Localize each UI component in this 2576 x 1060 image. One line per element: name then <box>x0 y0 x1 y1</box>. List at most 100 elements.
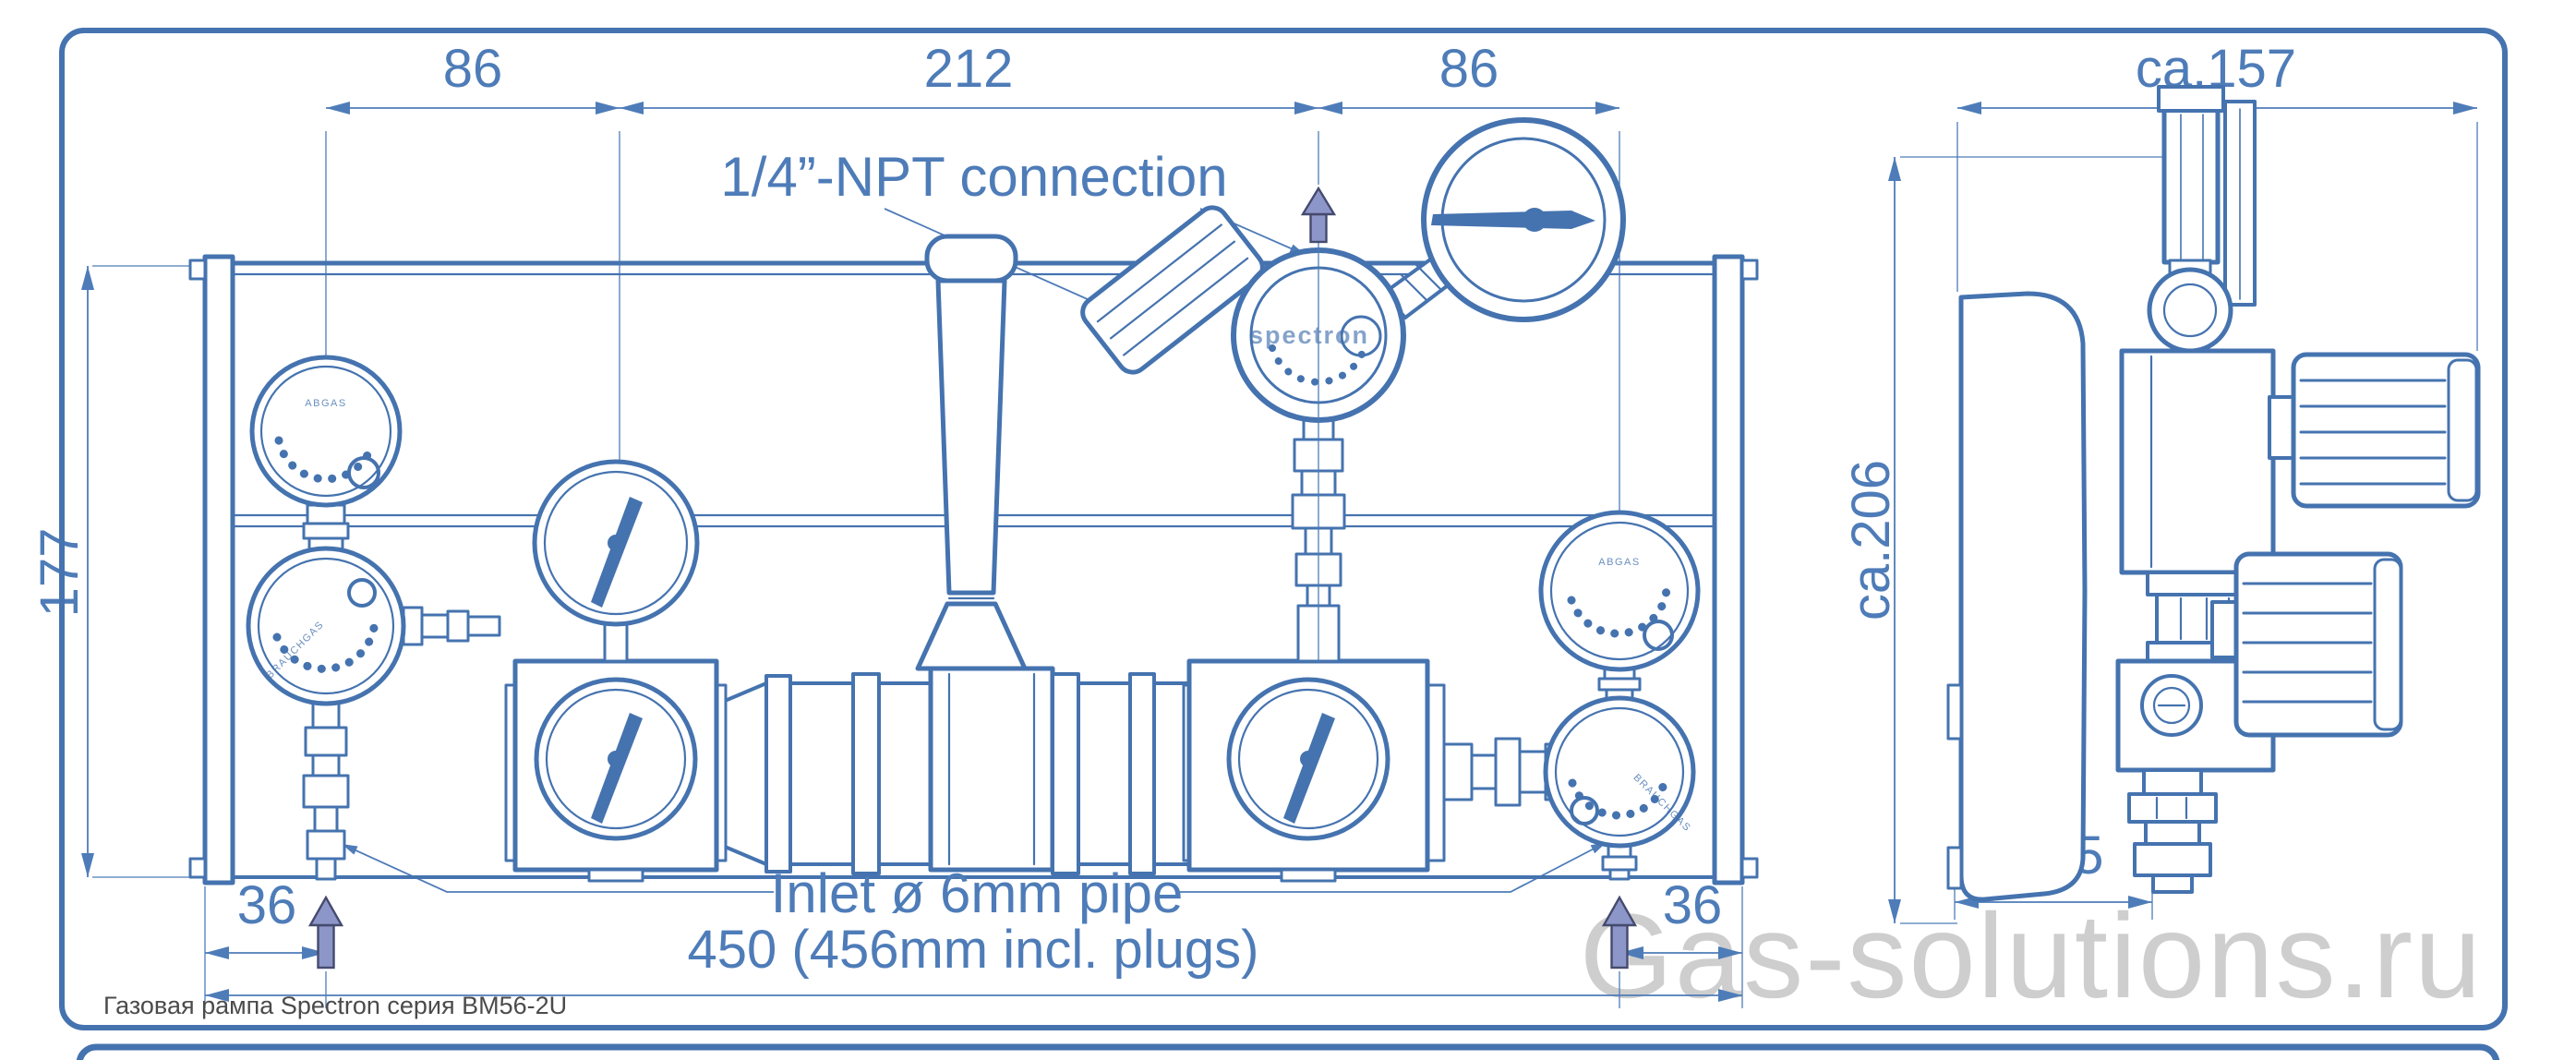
manifold-segment <box>1077 681 1132 866</box>
gauge-dial-label: ABGAS <box>305 398 346 409</box>
inlet-stem-right <box>1601 842 1638 881</box>
inlet-label: Inlet ø 6mm pipe <box>771 862 1184 924</box>
gauge-needle <box>1431 211 1595 229</box>
gauge-mark <box>1570 796 1599 825</box>
gauge-link <box>302 522 350 540</box>
contents-gauge <box>246 546 406 706</box>
union-fitting-left <box>402 606 501 646</box>
manifold-flange <box>764 674 792 873</box>
dim-pitch-left: 86 <box>326 39 620 114</box>
front-view: ABGAS BRAUCHGAS ABGAS <box>188 117 1759 970</box>
side-backplate <box>1958 291 2088 902</box>
knurled-knob <box>2291 352 2481 509</box>
end-plate-right-tab <box>1740 259 1759 281</box>
end-plate-right <box>1712 254 1745 885</box>
line-regulator-right <box>1182 658 1446 883</box>
side-top-pipe <box>2161 86 2221 265</box>
backplate-tab <box>1946 683 1963 741</box>
lever-grip <box>924 234 1018 283</box>
manifold-flange <box>1051 672 1080 875</box>
knob-cap <box>2373 558 2402 731</box>
gauge-link <box>1597 677 1642 692</box>
up-arrow-icon <box>307 895 344 927</box>
dim-inlet-offset-left: 36 <box>204 875 327 1008</box>
up-arrow-icon <box>1300 186 1337 216</box>
drawing-caption: Газовая рампа Spectron серия BM56-2U <box>103 992 567 1019</box>
block-foot <box>1280 868 1337 883</box>
gauge-neck <box>603 622 629 663</box>
gauge-mark <box>347 578 377 608</box>
dim-label: 212 <box>924 39 1014 99</box>
dim-label: 86 <box>1439 39 1499 99</box>
end-plate-left <box>202 254 235 885</box>
leader-line <box>1180 841 1607 893</box>
end-plate-left-foot <box>188 857 207 879</box>
knob-cap <box>2447 358 2478 502</box>
gauge-needle <box>591 497 643 608</box>
flow-arrow-top <box>1300 186 1337 244</box>
gauge-mark <box>347 456 380 489</box>
dim-inlet-offset-right: 36 <box>1619 875 1743 1008</box>
arrow-shaft <box>1610 923 1629 970</box>
manifold-flange <box>1128 672 1156 875</box>
contents-gauge <box>249 355 403 508</box>
backplate-tab <box>1946 846 1963 890</box>
footer-bar <box>76 1043 2500 1060</box>
up-arrow-icon <box>1601 895 1638 927</box>
dim-height-177: 177 <box>30 265 201 878</box>
knurled-knob <box>1080 205 1265 375</box>
manifold-pipe <box>716 666 1193 875</box>
ball-valve-lever <box>915 234 1028 671</box>
side-pipe-cap <box>2157 85 2225 113</box>
lever-shaft <box>935 278 1007 596</box>
logo-ring <box>1340 315 1382 357</box>
leader-line <box>341 843 774 893</box>
dim-label: ca.206 <box>1841 460 1901 620</box>
inlet-arrow-right <box>1601 895 1638 970</box>
arrow-shaft <box>317 923 335 970</box>
dim-label: 450 (456mm incl. plugs) <box>688 920 1259 980</box>
npt-connection-label: 1/4”-NPT connection <box>720 146 1227 208</box>
end-plate-right-foot <box>1740 857 1759 879</box>
gauge-dotted-scale <box>272 614 379 673</box>
gauge-mark <box>1643 620 1674 651</box>
gauge-needle <box>591 713 643 824</box>
side-knob-lower <box>2210 551 2403 738</box>
gauge-dial-label: ABGAS <box>1598 557 1640 568</box>
side-knob-upper <box>2268 352 2481 509</box>
cylinder-regulator-left: ABGAS BRAUCHGAS <box>246 355 501 881</box>
dim-pitch-center: 212 <box>620 39 1318 114</box>
lever-base-cone <box>915 601 1028 671</box>
inlet-stem-left <box>302 702 350 881</box>
knob-collar <box>2268 395 2297 460</box>
gauge-link <box>306 503 346 525</box>
spectron-logo: spectron <box>1249 321 1369 349</box>
front-view-dimensions: 86 212 86 177 36 36 <box>30 39 1743 1008</box>
side-inlet-stem <box>2127 768 2218 894</box>
contents-gauge <box>1538 510 1701 672</box>
manifold-segment <box>788 681 855 866</box>
gauge-needle <box>1283 713 1335 824</box>
gauge-dotted-scale <box>1567 575 1671 638</box>
gauge-dotted-scale <box>1269 343 1368 386</box>
end-plate-left-tab <box>188 259 207 281</box>
dim-side-height: ca.206 <box>1841 156 2165 924</box>
spectron-regulator: spectron <box>1080 117 1626 663</box>
cylinder-regulator-right: ABGAS BRAUCHGAS <box>1538 510 1701 881</box>
dim-overall-width: 450 (456mm incl. plugs) <box>205 920 1742 1002</box>
block-foot <box>587 868 644 883</box>
side-body-upper <box>2119 348 2276 575</box>
side-view: ca.157 ca.206 57,5 <box>1841 39 2481 924</box>
line-regulator-left <box>504 459 728 883</box>
manifold-segment <box>877 681 934 866</box>
dim-label: 36 <box>1663 875 1723 935</box>
inlet-arrow-left <box>307 895 344 970</box>
dim-pitch-right: 86 <box>1318 39 1619 114</box>
dim-label: 86 <box>443 39 503 99</box>
side-port-ring <box>2147 267 2233 354</box>
gauge-dotted-scale <box>274 436 373 484</box>
manifold-flange <box>851 672 881 875</box>
dim-label: 36 <box>237 875 297 935</box>
